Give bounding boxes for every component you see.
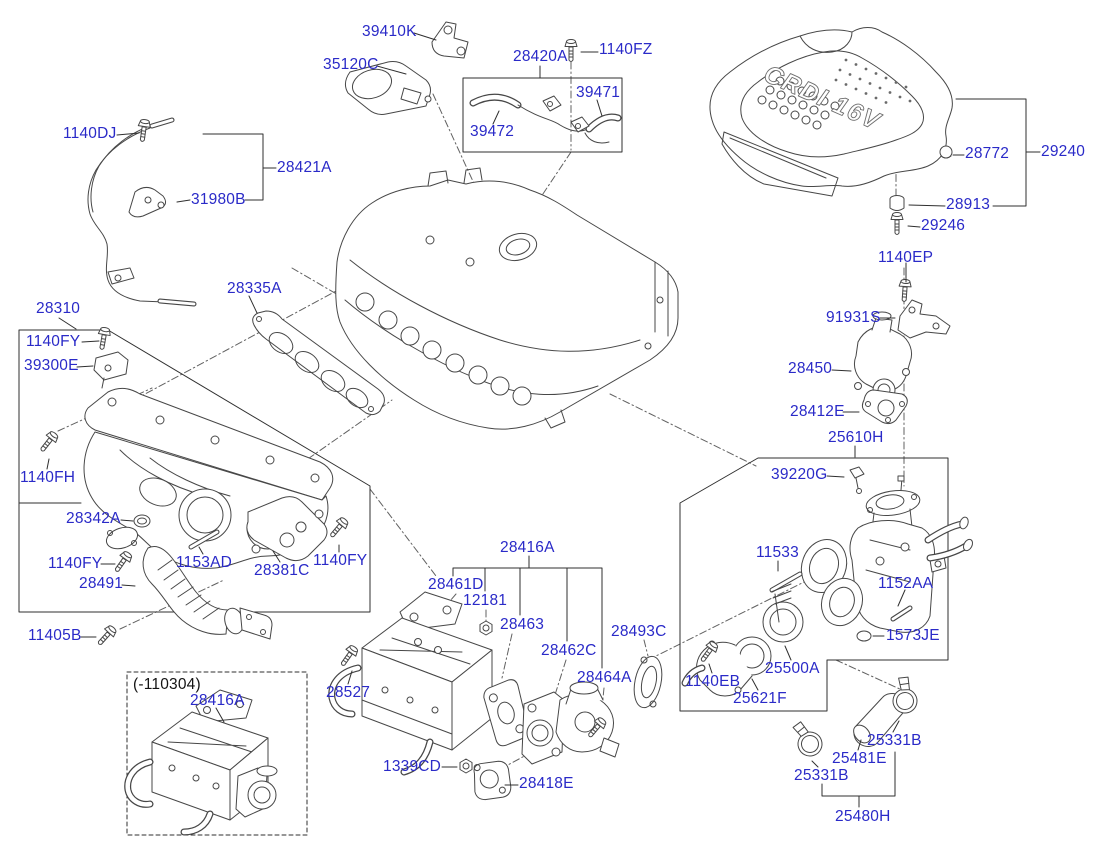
gasket-28493c-drawing bbox=[633, 655, 663, 709]
part-label-28416A-old[interactable]: 28416A bbox=[190, 692, 245, 709]
part-label-28461D[interactable]: 28461D bbox=[428, 576, 484, 593]
pipe-28421a-drawing bbox=[87, 117, 197, 307]
part-label-28335A[interactable]: 28335A bbox=[227, 280, 282, 297]
part-label-1140FY-1[interactable]: 1140FY bbox=[26, 333, 81, 350]
part-label-25610H[interactable]: 25610H bbox=[828, 429, 884, 446]
part-label-28310[interactable]: 28310 bbox=[36, 300, 81, 317]
oring-28342a-drawing bbox=[133, 514, 151, 528]
group-boxes bbox=[18, 77, 949, 836]
label-leader-lines bbox=[46, 32, 1041, 808]
egr-valve-28462c-drawing bbox=[521, 681, 620, 765]
part-label-29240[interactable]: 29240 bbox=[1041, 143, 1086, 160]
part-label-25331B-2[interactable]: 25331B bbox=[867, 732, 922, 749]
thermostat-25500a-drawing bbox=[762, 583, 804, 643]
part-label-28412E[interactable]: 28412E bbox=[790, 403, 845, 420]
part-label-28420A[interactable]: 28420A bbox=[513, 48, 568, 65]
part-label-39300E[interactable]: 39300E bbox=[24, 357, 79, 374]
part-label-39471[interactable]: 39471 bbox=[576, 84, 621, 101]
gasket-28335a-drawing bbox=[252, 310, 385, 416]
part-label-1140EB[interactable]: 1140EB bbox=[685, 673, 741, 690]
part-label-39410K[interactable]: 39410K bbox=[362, 23, 417, 40]
box-intake-manifold-group bbox=[18, 329, 371, 613]
part-drawings: CRDI 16V bbox=[36, 21, 974, 836]
bracket-39410k-drawing bbox=[431, 21, 469, 59]
part-label-25331B-1[interactable]: 25331B bbox=[794, 767, 849, 784]
egr-cooler-28416a-drawing bbox=[328, 591, 493, 776]
engine-cover-drawing: CRDI 16V bbox=[709, 27, 953, 235]
bracket-25480h bbox=[821, 751, 896, 808]
part-label-25480H[interactable]: 25480H bbox=[835, 808, 891, 825]
variant-note: (-110304) bbox=[133, 676, 201, 693]
part-label-11533[interactable]: 11533 bbox=[756, 544, 799, 561]
cover-dot-pattern bbox=[834, 58, 912, 104]
part-label-28913[interactable]: 28913 bbox=[946, 196, 991, 213]
part-label-11405B[interactable]: 11405B bbox=[28, 627, 82, 644]
part-label-1140EP[interactable]: 1140EP bbox=[878, 249, 934, 266]
part-label-28381C[interactable]: 28381C bbox=[254, 562, 310, 579]
part-label-28463[interactable]: 28463 bbox=[500, 616, 545, 633]
part-label-1152AA[interactable]: 1152AA bbox=[878, 575, 934, 592]
part-label-28421A[interactable]: 28421A bbox=[277, 159, 332, 176]
valve-28381c-drawing bbox=[246, 496, 328, 562]
box-old-egr-cooler-variant bbox=[126, 671, 308, 836]
part-label-28462C[interactable]: 28462C bbox=[541, 642, 597, 659]
bracket-28421a bbox=[202, 133, 277, 201]
ball-1573je-drawing bbox=[856, 630, 872, 642]
part-label-28342A[interactable]: 28342A bbox=[66, 510, 121, 527]
box-vacuum-hose-group bbox=[462, 77, 623, 153]
hose-assembly-28420a-drawing bbox=[469, 93, 622, 144]
bracket-91931s-drawing bbox=[897, 299, 951, 339]
part-label-29246[interactable]: 29246 bbox=[921, 217, 966, 234]
coolant-outlet-25610h-drawing bbox=[681, 466, 974, 697]
part-label-1140FY-3[interactable]: 1140FY bbox=[313, 552, 368, 569]
part-label-28464A[interactable]: 28464A bbox=[577, 669, 632, 686]
part-label-25621F[interactable]: 25621F bbox=[733, 690, 787, 707]
part-label-25481E[interactable]: 25481E bbox=[832, 750, 887, 767]
part-label-1140FH[interactable]: 1140FH bbox=[20, 469, 76, 486]
bracket-28416a bbox=[452, 555, 603, 669]
grommet-28913-drawing bbox=[889, 195, 905, 211]
part-label-28772[interactable]: 28772 bbox=[965, 145, 1010, 162]
part-label-1153AD[interactable]: 1153AD bbox=[176, 554, 233, 571]
part-label-31980B[interactable]: 31980B bbox=[191, 191, 246, 208]
part-label-1140FY-2[interactable]: 1140FY bbox=[48, 555, 103, 572]
box-coolant-outlet-group bbox=[679, 457, 949, 712]
part-label-39472[interactable]: 39472 bbox=[470, 123, 515, 140]
part-label-28450[interactable]: 28450 bbox=[788, 360, 833, 377]
coolant-hose-25480h-drawing bbox=[790, 674, 923, 760]
sensor-39300e-drawing bbox=[93, 351, 129, 381]
bracket-29240 bbox=[955, 98, 1041, 207]
intake-manifold-drawing bbox=[83, 351, 334, 640]
part-label-28493C[interactable]: 28493C bbox=[611, 623, 667, 640]
outlet-fitting-25621f-drawing bbox=[681, 636, 772, 697]
part-label-25500A[interactable]: 25500A bbox=[765, 660, 820, 677]
part-label-1339CD[interactable]: 1339CD bbox=[383, 758, 442, 775]
part-label-1140DJ[interactable]: 1140DJ bbox=[63, 125, 117, 142]
part-label-28527[interactable]: 28527 bbox=[326, 684, 371, 701]
solenoid-35120c-drawing bbox=[344, 61, 432, 115]
part-label-1140FZ[interactable]: 1140FZ bbox=[599, 41, 653, 58]
part-label-28416A[interactable]: 28416A bbox=[500, 539, 555, 556]
gasket-28418e-drawing bbox=[473, 760, 512, 801]
part-label-35120C[interactable]: 35120C bbox=[323, 56, 379, 73]
part-label-28418E[interactable]: 28418E bbox=[519, 775, 574, 792]
cover-honeycomb-pattern bbox=[757, 76, 840, 130]
part-label-39220G[interactable]: 39220G bbox=[771, 466, 828, 483]
engine-head-drawing bbox=[335, 167, 679, 430]
sensor-39220g-drawing bbox=[849, 466, 865, 494]
gasket-28412e-drawing bbox=[861, 389, 908, 425]
part-label-91931S[interactable]: 91931S bbox=[826, 309, 881, 326]
part-label-1573JE[interactable]: 1573JE bbox=[886, 627, 940, 644]
part-label-12181[interactable]: 12181 bbox=[463, 592, 508, 609]
part-label-28491[interactable]: 28491 bbox=[79, 575, 124, 592]
egr-cooler-old-variant-drawing bbox=[124, 689, 278, 836]
